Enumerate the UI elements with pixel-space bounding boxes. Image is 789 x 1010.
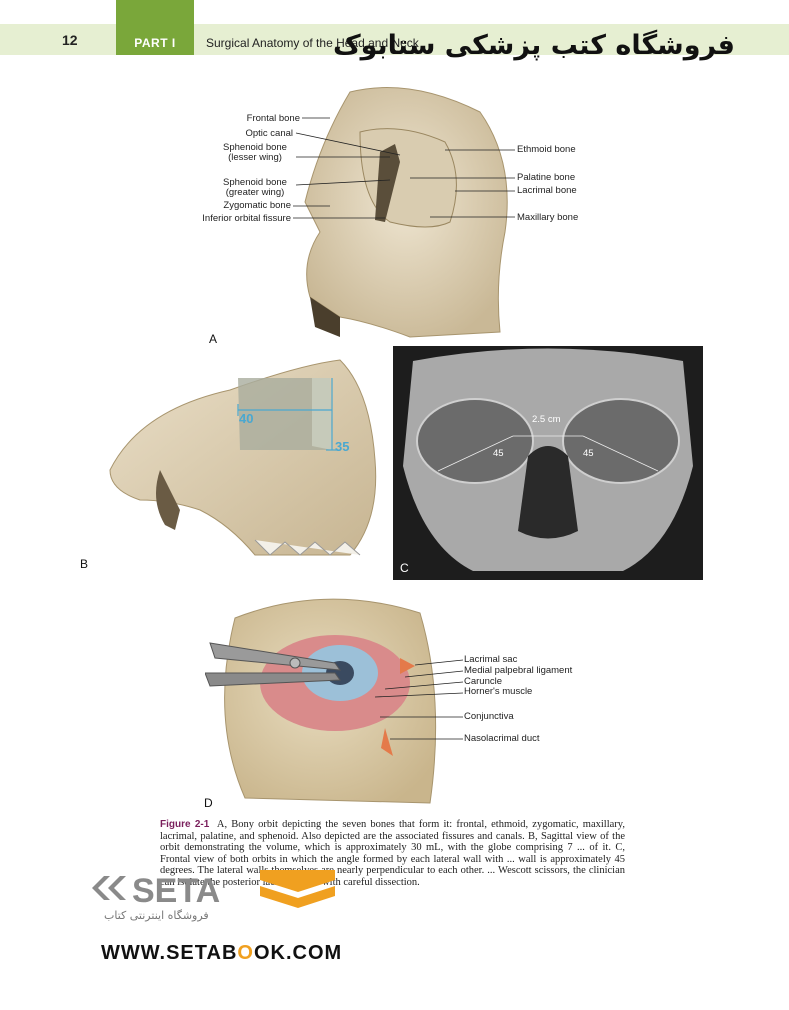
label-palatine-bone: Palatine bone xyxy=(517,172,576,183)
figure-b-dim-horizontal: 40 xyxy=(239,411,254,426)
figure-c-distance: 2.5 cm xyxy=(532,414,561,425)
figure-number: Figure 2-1 xyxy=(160,819,210,830)
label-maxillary-bone: Maxillary bone xyxy=(517,212,579,223)
label-nasolacrimal-duct: Nasolacrimal duct xyxy=(464,733,540,744)
figure-c-frontal-ct xyxy=(393,346,703,580)
watermark-url-part-1: WWW.SET xyxy=(101,942,207,964)
figure-c-angle-left: 45 xyxy=(493,448,504,459)
watermark-url-part-4: O xyxy=(237,942,254,964)
part-tab xyxy=(116,0,194,55)
label-conjunctiva: Conjunctiva xyxy=(464,711,514,722)
figure-d-surgical-illustration xyxy=(205,598,437,804)
persian-watermark-title: فروشگاه کتب پزشکی ستابوک xyxy=(332,30,735,61)
part-label: PART I xyxy=(134,36,176,50)
figure-a-leader-lines xyxy=(293,117,515,219)
figure-d-letter: D xyxy=(204,796,213,810)
figure-a-letter: A xyxy=(209,332,218,346)
label-ethmoid-bone: Ethmoid bone xyxy=(517,144,576,155)
label-medial-palpebral-ligament: Medial palpebral ligament xyxy=(464,665,573,676)
figure-b-sagittal-skull xyxy=(109,359,377,556)
svg-text:SETA: SETA xyxy=(132,872,220,910)
figure-b-letter: B xyxy=(80,557,89,571)
label-lacrimal-bone: Lacrimal bone xyxy=(517,185,577,196)
figure-c-angle-right: 45 xyxy=(583,448,594,459)
label-caruncle: Caruncle xyxy=(464,676,503,687)
label-lacrimal-sac: Lacrimal sac xyxy=(464,654,518,665)
label-frontal-bone: Frontal bone xyxy=(246,113,300,124)
label-inferior-orbital-fissure: Inferior orbital fissure xyxy=(202,213,291,224)
label-horners-muscle: Horner's muscle xyxy=(464,686,533,697)
label-zygomatic-bone: Zygomatic bone xyxy=(223,200,291,211)
label-optic-canal: Optic canal xyxy=(245,128,293,139)
watermark-url-part-5: OK.COM xyxy=(253,942,343,964)
watermark-url-part-3: B xyxy=(221,942,238,964)
label-sphenoid-lesser-wing: Sphenoid bone (lesser wing) xyxy=(223,142,287,163)
watermark-url-part-2: A xyxy=(206,942,222,964)
figure-d-leader-lines xyxy=(375,659,464,740)
chapter-title: Surgical Anatomy of the Head and Neck xyxy=(206,36,419,50)
figure-c-letter: C xyxy=(400,561,409,575)
watermark-subtitle: فروشگاه اینترنتی کتاب xyxy=(104,909,209,922)
figure-b-dim-vertical: 35 xyxy=(335,439,350,454)
label-sphenoid-greater-wing: Sphenoid bone (greater wing) xyxy=(223,177,287,198)
watermark-url: WWW.SETABOOK.COM xyxy=(101,942,342,965)
setabook-logo-icon: SETA xyxy=(92,870,335,910)
page-number: 12 xyxy=(62,32,78,48)
